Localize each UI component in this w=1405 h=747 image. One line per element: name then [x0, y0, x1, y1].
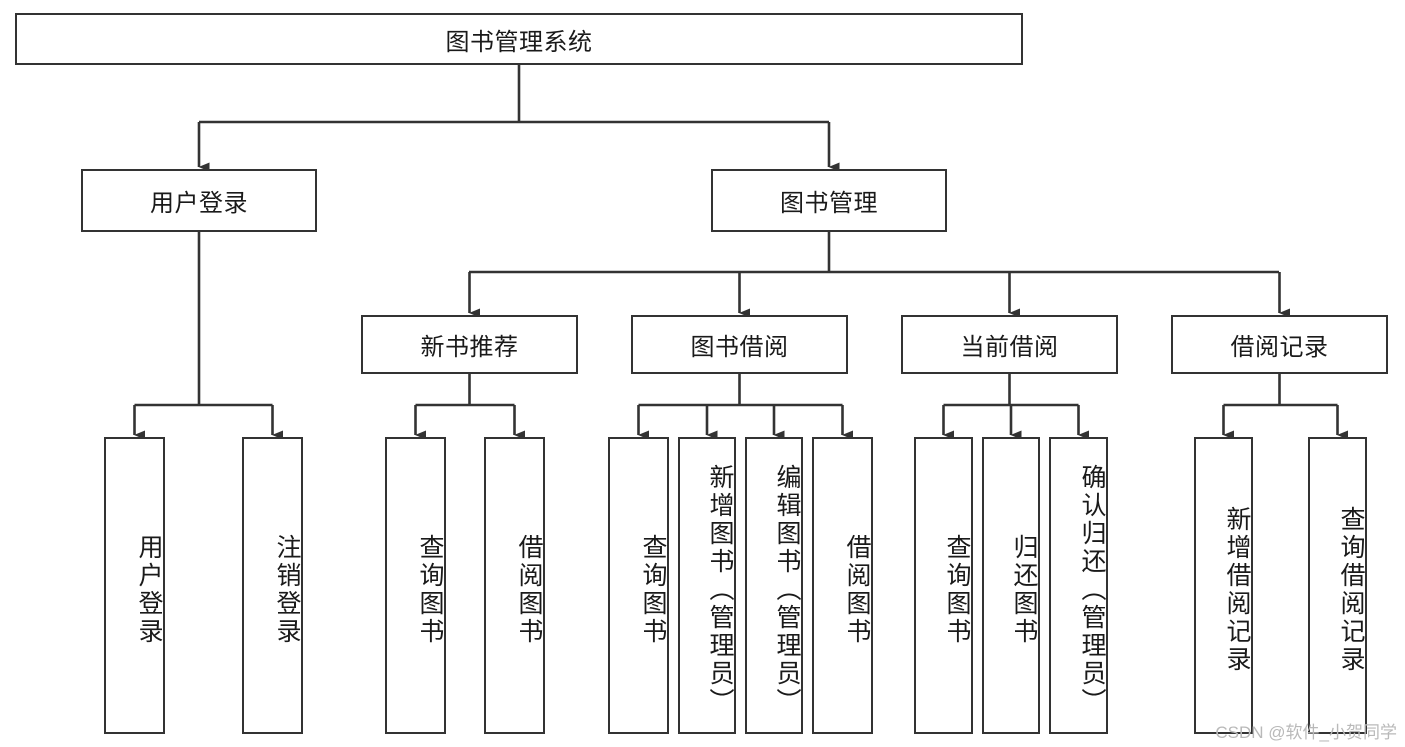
node-new-book-recommend[interactable]: 新书推荐 [361, 315, 578, 374]
node-leaf-logout[interactable]: 注销登录 [242, 437, 303, 734]
node-leaf-confirm-return-admin[interactable]: 确认归还（管理员） [1049, 437, 1108, 734]
node-borrow-record[interactable]: 借阅记录 [1171, 315, 1388, 374]
node-leaf-add-borrow-record[interactable]: 新增借阅记录 [1194, 437, 1253, 734]
node-root-system[interactable]: 图书管理系统 [15, 13, 1023, 65]
node-book-borrow[interactable]: 图书借阅 [631, 315, 848, 374]
node-leaf-user-login[interactable]: 用户登录 [104, 437, 165, 734]
node-leaf-query-book-current[interactable]: 查询图书 [914, 437, 973, 734]
node-book-manage[interactable]: 图书管理 [711, 169, 947, 232]
node-leaf-borrow-book-recommend[interactable]: 借阅图书 [484, 437, 545, 734]
node-leaf-borrow-book[interactable]: 借阅图书 [812, 437, 873, 734]
node-leaf-query-book-recommend[interactable]: 查询图书 [385, 437, 446, 734]
node-leaf-query-book-borrow[interactable]: 查询图书 [608, 437, 669, 734]
node-current-borrow[interactable]: 当前借阅 [901, 315, 1118, 374]
node-leaf-return-book[interactable]: 归还图书 [982, 437, 1040, 734]
node-leaf-query-borrow-record[interactable]: 查询借阅记录 [1308, 437, 1367, 734]
node-leaf-edit-book-admin[interactable]: 编辑图书（管理员） [745, 437, 803, 734]
node-leaf-add-book-admin[interactable]: 新增图书（管理员） [678, 437, 736, 734]
node-user-login[interactable]: 用户登录 [81, 169, 317, 232]
